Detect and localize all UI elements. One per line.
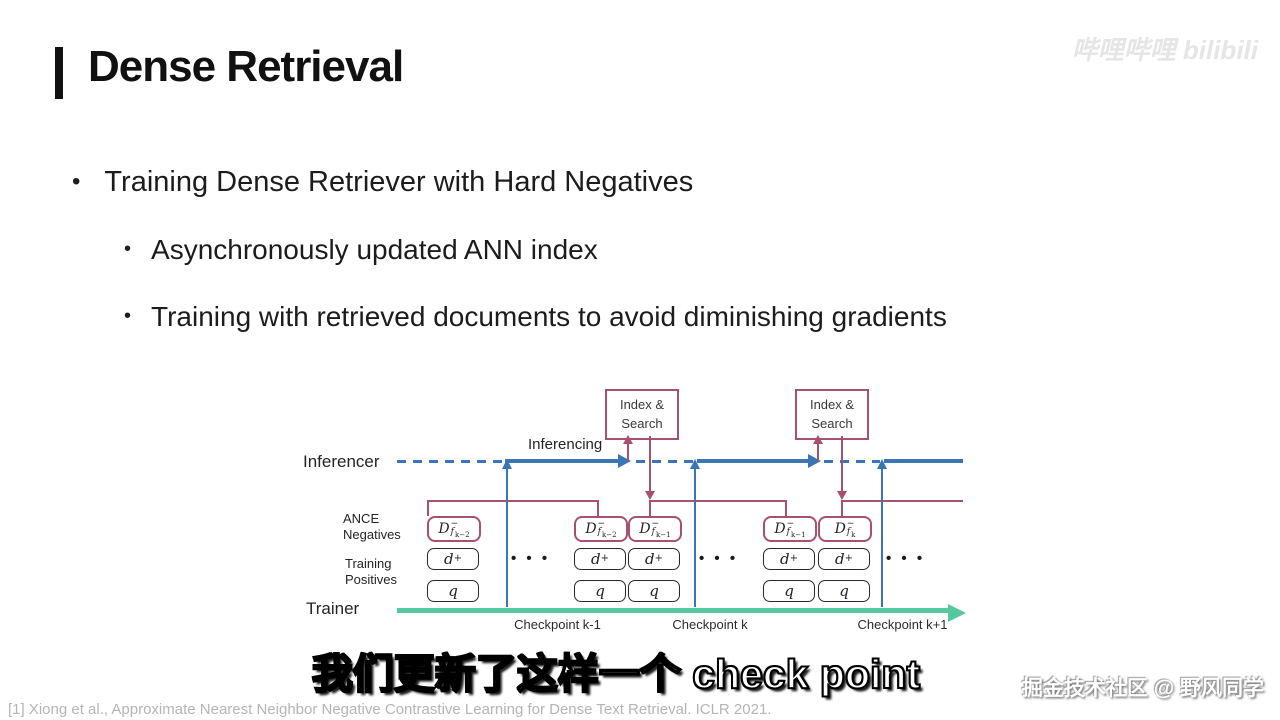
inferencer-dashed-line xyxy=(636,460,693,463)
index-search-line2: Search xyxy=(811,415,853,431)
bullet-dot: • xyxy=(124,238,132,260)
negatives-rail-a-drop-right xyxy=(597,500,599,516)
checkpoint-label-3: Checkpoint k+1 xyxy=(857,617,948,632)
checkpoint-line-1-arrowhead xyxy=(502,459,512,469)
checkpoint-line-2-arrowhead xyxy=(690,459,700,469)
inferencing-arrowhead-2 xyxy=(808,454,821,468)
inferencer-solid-line xyxy=(884,459,963,463)
bullet-sub-1: • Asynchronously updated ANN index xyxy=(124,234,598,266)
trainer-label: Trainer xyxy=(306,599,360,618)
index-search-line2: Search xyxy=(621,415,663,431)
query-box: q xyxy=(818,580,870,602)
video-subtitle: 我们更新了这样一个 check point xyxy=(311,650,921,698)
index-search-line1: Index & xyxy=(809,397,855,413)
bullet-dot: • xyxy=(124,305,132,327)
negatives-rail-c xyxy=(841,500,963,502)
checkpoint-label-2: Checkpoint k xyxy=(672,617,748,632)
query-label: q xyxy=(595,582,605,600)
positive-doc-label: d+ xyxy=(835,550,853,568)
query-box: q xyxy=(763,580,815,602)
negatives-rail-b-drop-right xyxy=(785,500,787,516)
checkpoint-line-3 xyxy=(881,468,883,607)
negatives-rail-b xyxy=(649,500,786,502)
query-box: q xyxy=(427,580,479,602)
inferencing-label: Inferencing xyxy=(528,436,603,453)
query-up-arrowhead-1 xyxy=(623,435,633,444)
query-label: q xyxy=(448,582,458,600)
checkpoint-label-1: Checkpoint k-1 xyxy=(514,617,601,632)
query-label: q xyxy=(784,582,794,600)
positive-doc-box: d+ xyxy=(763,548,815,570)
positive-doc-box: d+ xyxy=(628,548,680,570)
index-search-box-2: Index & Search xyxy=(795,389,869,440)
inferencer-dashed-line xyxy=(397,460,503,463)
query-up-arrowhead-2 xyxy=(813,435,823,444)
title-accent-bar xyxy=(55,47,63,99)
query-box: q xyxy=(574,580,626,602)
query-label: q xyxy=(649,582,659,600)
negatives-rail-a xyxy=(427,500,599,502)
training-label-line2: Positives xyxy=(345,572,398,587)
inferencing-arrow-1 xyxy=(505,459,618,463)
positive-doc-box: d+ xyxy=(427,548,479,570)
trainer-arrowhead xyxy=(948,604,966,622)
inferencer-dashed-line xyxy=(824,460,880,463)
bullet-main: • Training Dense Retriever with Hard Neg… xyxy=(72,166,693,199)
bullet-dot: • xyxy=(72,168,81,195)
negatives-down-arrowhead-1 xyxy=(645,491,655,500)
negatives-down-line-2 xyxy=(841,436,843,493)
training-label-line1: Training xyxy=(345,556,392,571)
page-title: Dense Retrieval xyxy=(88,42,404,91)
positive-doc-box: d+ xyxy=(574,548,626,570)
inferencing-arrowhead-1 xyxy=(618,454,631,468)
bullet-sub-1-text: Asynchronously updated ANN index xyxy=(151,234,598,265)
positive-doc-label: d+ xyxy=(444,550,462,568)
ellipsis: • • • xyxy=(699,550,739,567)
bilibili-watermark: 哔哩哔哩 bilibili xyxy=(1071,35,1258,65)
trainer-timeline xyxy=(397,608,948,613)
ellipsis: • • • xyxy=(511,550,551,567)
bullet-sub-2: • Training with retrieved documents to a… xyxy=(124,301,947,333)
positive-doc-label: d+ xyxy=(780,550,798,568)
positive-doc-label: d+ xyxy=(645,550,663,568)
negatives-rail-c-drop xyxy=(841,500,843,516)
ellipsis: • • • xyxy=(886,550,926,567)
positive-doc-box: d+ xyxy=(818,548,870,570)
negatives-down-line-1 xyxy=(649,436,651,493)
index-search-box-1: Index & Search xyxy=(605,389,679,440)
query-label: q xyxy=(839,582,849,600)
community-watermark: 掘金技术社区 @ 野风同学 xyxy=(1021,677,1264,700)
checkpoint-line-1 xyxy=(506,468,508,607)
index-search-line1: Index & xyxy=(619,397,665,413)
ance-label-line1: ANCE xyxy=(343,511,380,526)
inferencing-arrow-2 xyxy=(697,459,808,463)
negatives-rail-a-drop-left xyxy=(427,500,429,516)
query-up-line-1 xyxy=(627,442,629,461)
query-box: q xyxy=(628,580,680,602)
inferencer-label: Inferencer xyxy=(303,452,380,471)
query-up-line-2 xyxy=(817,442,819,461)
negatives-down-arrowhead-2 xyxy=(837,491,847,500)
checkpoint-line-2 xyxy=(694,468,696,607)
positive-doc-label: d+ xyxy=(591,550,609,568)
citation-text: [1] Xiong et al., Approximate Nearest Ne… xyxy=(8,701,772,718)
checkpoint-line-3-arrowhead xyxy=(877,459,887,469)
negatives-rail-b-drop-left xyxy=(649,500,651,516)
bullet-main-text: Training Dense Retriever with Hard Negat… xyxy=(104,166,694,198)
ance-label-line2: Negatives xyxy=(343,527,401,542)
bullet-sub-2-text: Training with retrieved documents to avo… xyxy=(151,301,947,332)
